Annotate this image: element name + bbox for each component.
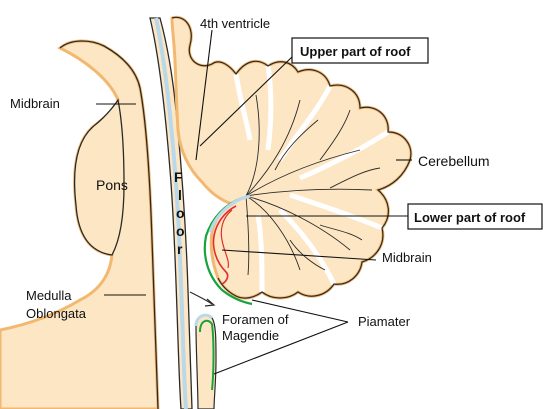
choroid-plexus [212, 205, 237, 285]
leader-upper-roof [199, 56, 293, 147]
folia-cleft-3 [277, 84, 333, 162]
leader-piamater-1 [251, 299, 349, 323]
label-piamater: Piamater [358, 314, 411, 329]
brainstem [0, 39, 160, 409]
floor-lining [154, 17, 188, 409]
cerebellum [170, 15, 413, 300]
lower-roof [203, 194, 253, 306]
choroid-plexus-2 [220, 209, 233, 269]
label-midbrain-left: Midbrain [10, 96, 60, 111]
folia-cleft-4 [299, 129, 390, 181]
lower-medulla-stump [194, 313, 217, 409]
folia-cleft-1 [233, 73, 253, 141]
label-lower-roof: Lower part of roof [414, 210, 526, 225]
floor-letter: o [176, 223, 185, 239]
label-pons: Pons [96, 177, 128, 193]
leader-4th-ventricle [195, 29, 213, 161]
arbor-vitae [245, 94, 381, 276]
ventricle-roof-lining [208, 194, 251, 233]
floor-label: F l o o r [174, 169, 185, 257]
floor-letter: l [178, 187, 182, 203]
label-4th-ventricle: 4th ventricle [200, 16, 270, 31]
stump-piamater [199, 319, 215, 391]
csf-flow-arrow [189, 291, 216, 307]
cerebellum-outline [171, 16, 412, 299]
leader-midbrain-right [221, 249, 377, 261]
label-medulla-line2: Oblongata [26, 306, 87, 321]
label-upper-roof: Upper part of roof [300, 44, 411, 59]
floor-letter: o [176, 205, 185, 221]
floor-letter: F [174, 169, 183, 185]
label-foramen-line1: Foramen of [222, 312, 289, 327]
folia-cleft-2 [265, 65, 274, 151]
label-foramen-line2: Magendie [222, 328, 279, 343]
upper-roof-box [291, 37, 429, 64]
leader-piamater-2 [213, 321, 349, 375]
brainstem-outline [59, 40, 159, 409]
label-cerebellum: Cerebellum [418, 153, 490, 169]
leader-lines [96, 29, 412, 375]
lower-roof-box [407, 203, 543, 230]
label-midbrain-right: Midbrain [382, 250, 432, 265]
pons-bulge [73, 98, 125, 256]
label-medulla-line1: Medulla [26, 288, 72, 303]
stump-lining [194, 313, 214, 327]
folia-cleft-5 [289, 192, 383, 231]
floor-letter: r [177, 241, 183, 257]
